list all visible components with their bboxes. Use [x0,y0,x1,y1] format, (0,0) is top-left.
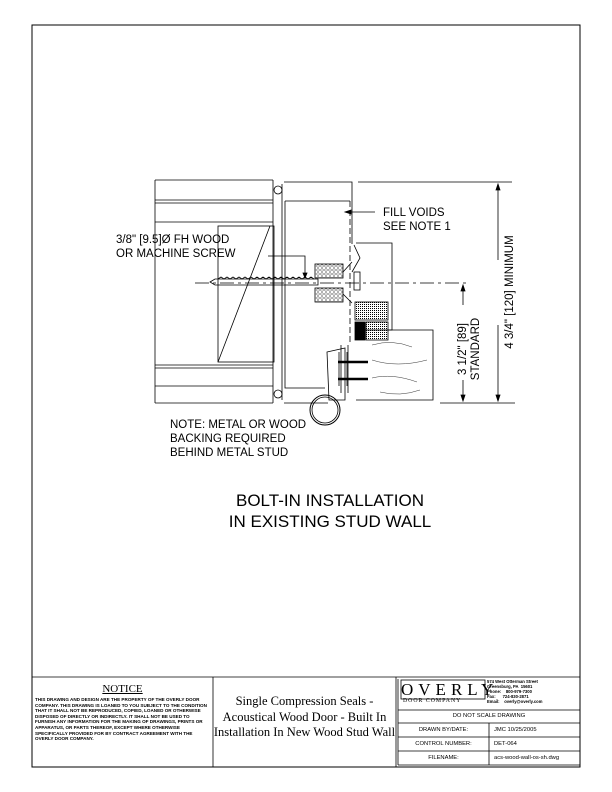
caption-line-2: IN EXISTING STUD WALL [228,512,432,531]
notice-body: THIS DRAWING AND DESIGN ARE THE PROPERTY… [35,697,207,742]
fill-callout-line-1: FILL VOIDS [383,207,445,219]
leader-lines [268,209,375,280]
backing-note-line-1: NOTE: METAL OR WOOD [170,419,307,431]
filename-label: FILENAME: [428,755,459,761]
detail-caption: BOLT-IN INSTALLATION IN EXISTING STUD WA… [180,490,480,532]
screw-callout: 3/8" [9.5]Ø FH WOOD OR MACHINE SCREW [116,233,235,261]
seal-lower [365,321,389,341]
dimension-lines [358,181,515,404]
wood-jamb [309,329,434,426]
control-number-label: CONTROL NUMBER: [415,741,472,747]
sheet-border [31,24,581,768]
backing-note-line-3: BEHIND METAL STUD [170,447,289,459]
caption-line-1: BOLT-IN INSTALLATION [236,491,424,510]
drawing-title: Single Compression Seals - Acoustical Wo… [213,694,396,739]
fill-voids-callout: FILL VOIDS SEE NOTE 1 [383,206,451,234]
drawn-by-label: DRAWN BY/DATE: [418,727,469,733]
screw-callout-line-2: OR MACHINE SCREW [116,248,236,260]
seal-gasket [354,321,366,341]
do-not-scale-note: DO NOT SCALE DRAWING [452,713,526,719]
backing-note-line-2: BACKING REQUIRED [170,433,286,445]
notice-heading: NOTICE [102,683,143,695]
dim-standard-line-2: STANDARD [470,317,482,381]
dim-overall-label: 4 3/4" [120] MINIMUM [504,235,516,349]
company-logo: OVERLY [401,680,499,699]
fill-callout-line-2: SEE NOTE 1 [383,221,451,233]
door-frame [273,181,393,404]
drawn-by-value: JMC 10/25/2005 [494,727,537,733]
metal-stud [154,179,275,404]
company-address: 574 West Otterman Street Greensburg, PA … [487,679,543,704]
screw [209,261,361,304]
filename-value: acs-wood-wall-os-sh.dwg [494,755,560,761]
control-number-value: DET-064 [494,741,517,747]
seal-upper [354,301,389,321]
dim-standard-label: 3 1/2" [89] STANDARD [457,309,483,389]
company-logo-sub: DOOR COMPANY [403,698,462,704]
screw-callout-line-1: 3/8" [9.5]Ø FH WOOD [116,234,230,246]
title-block-grid [32,676,580,767]
dim-standard-line-1: 3 1/2" [89] [457,322,469,376]
backing-note: NOTE: METAL OR WOOD BACKING REQUIRED BEH… [170,418,306,460]
